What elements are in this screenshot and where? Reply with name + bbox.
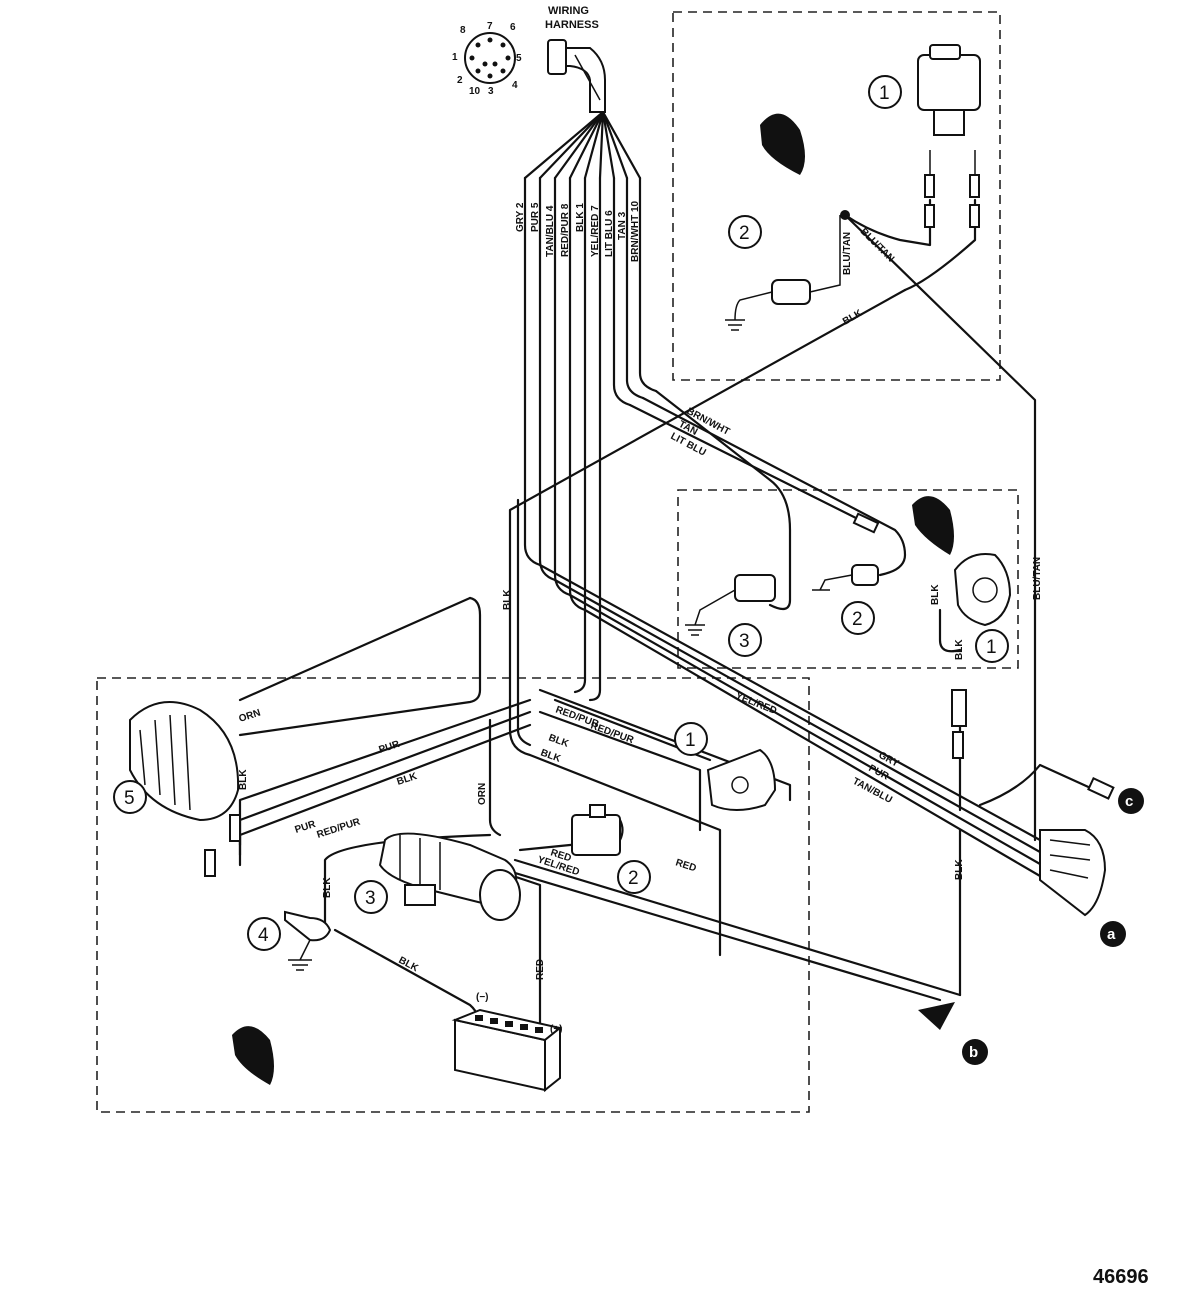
pin-label-4: 4 [512, 80, 518, 91]
label-blk-top: BLK [841, 307, 865, 327]
connector-c-plug [1087, 777, 1115, 800]
wire-label-blk1: BLK 1 [575, 203, 586, 232]
pin-label-3: 3 [488, 86, 494, 97]
sensor-2-top [725, 215, 841, 331]
label-blk-dist2: BLK [954, 639, 965, 660]
wire-label-brnwht10: BRN/WHT 10 [630, 200, 641, 262]
battery [451, 1008, 563, 1093]
splice-point [840, 210, 850, 220]
harness-wire-labels: GRY 2 PUR 5 TAN/BLU 4 RED/PUR 8 BLK 1 YE… [515, 200, 641, 262]
pin-label-7: 7 [487, 21, 493, 32]
callout-1-top: 1 [868, 75, 902, 109]
pin-label-8: 8 [460, 25, 466, 36]
region-bottom-left [96, 677, 810, 1113]
label-blk-right: BLK [954, 859, 965, 880]
label-blk-sender: BLK [322, 877, 333, 898]
pin-label-5: 5 [516, 53, 522, 64]
svg-text:1: 1 [879, 83, 890, 104]
wire-label-litblu6: LIT BLU 6 [604, 210, 615, 257]
region-top-right [672, 11, 1001, 381]
pin-label-6: 6 [510, 22, 516, 33]
svg-text:1: 1 [986, 637, 997, 658]
wire-label-redpur8: RED/PUR 8 [560, 203, 571, 257]
svg-text:2: 2 [852, 609, 863, 630]
label-blk-alt-vert: BLK [238, 769, 249, 790]
connector-badge-c: c [1118, 788, 1144, 814]
label-pur-upper: PUR [378, 739, 402, 756]
wire-label-yelred7: YEL/RED 7 [590, 205, 601, 257]
label-tan-blu: TAN/BLU [851, 776, 894, 806]
region-middle-right [677, 489, 1019, 669]
callout-3-middle: 3 [728, 623, 762, 657]
label-blk-mid1: BLK [547, 732, 571, 750]
label-red-pur-alt: RED/PUR [316, 816, 363, 841]
distributor-1 [953, 553, 1012, 627]
callout-5: 5 [113, 780, 147, 814]
svg-text:a: a [1107, 926, 1116, 943]
wire-label-pur5: PUR 5 [530, 202, 541, 232]
battery-negative: (−) [476, 992, 489, 1003]
pin-label-1: 1 [452, 52, 458, 63]
callout-1-bottom: 1 [674, 722, 708, 756]
svg-text:2: 2 [739, 223, 750, 244]
connector-plug-a [1039, 829, 1107, 917]
svg-text:4: 4 [258, 925, 269, 946]
alternator-wires [238, 596, 962, 1032]
sensor-2-middle [812, 564, 879, 591]
wire-label-tanblu4: TAN/BLU 4 [545, 205, 556, 257]
svg-text:c: c [1125, 793, 1133, 810]
teardrop-symbol-bottom [232, 1026, 274, 1085]
battery-positive: (+) [550, 1024, 563, 1035]
label-yel-red: YEL/RED [734, 691, 778, 717]
arrow-b [918, 1002, 955, 1030]
reservoir-1 [917, 44, 981, 228]
callout-4: 4 [247, 917, 281, 951]
svg-text:1: 1 [685, 730, 696, 751]
callout-2-middle: 2 [841, 601, 875, 635]
harness-title-line1: WIRING [548, 5, 589, 17]
wire-label-tan3: TAN 3 [617, 211, 628, 240]
teardrop-symbol-top [760, 113, 805, 175]
callout-1-middle: 1 [975, 629, 1009, 663]
label-orn-starter: ORN [477, 783, 488, 805]
switch-2-bottom [571, 804, 621, 856]
harness-title-line2: HARNESS [545, 19, 599, 31]
label-red-diag: RED [674, 857, 697, 874]
figure-number: 46696 [1093, 1266, 1149, 1288]
wire-label-gry2: GRY 2 [515, 202, 526, 232]
main-wire-bundle [508, 110, 1042, 878]
inline-connector [951, 689, 967, 727]
label-pur-lower: PUR [294, 819, 318, 836]
starter-3 [378, 832, 521, 921]
inline-connector-pin [952, 731, 964, 759]
callout-3-bottom: 3 [354, 880, 388, 914]
pin-label-10: 10 [469, 86, 481, 97]
sensor-3-middle [685, 574, 776, 636]
label-blk-bundle: BLK [502, 589, 513, 610]
svg-text:5: 5 [124, 788, 135, 809]
harness-plug [547, 39, 606, 113]
label-blk-dist: BLK [930, 584, 941, 605]
callout-2-bottom: 2 [617, 860, 651, 894]
label-blu-tan-right: BLU/TAN [1032, 557, 1043, 600]
label-orn-alt: ORN [238, 708, 263, 725]
solenoid-1 [706, 748, 777, 811]
sender-4 [284, 910, 332, 971]
connector-sleeve [852, 512, 880, 534]
svg-text:b: b [969, 1044, 978, 1061]
pin-label-2: 2 [457, 75, 463, 86]
svg-text:3: 3 [365, 888, 376, 909]
connector-badge-b: b [962, 1039, 988, 1065]
label-blk-alt: BLK [396, 771, 420, 788]
label-blu-tan-vert: BLU/TAN [842, 232, 853, 275]
teardrop-symbol-middle [912, 496, 954, 555]
svg-text:3: 3 [739, 631, 750, 652]
callout-2-top: 2 [728, 215, 762, 249]
connector-badge-a: a [1100, 921, 1126, 947]
svg-text:2: 2 [628, 868, 639, 889]
alternator-5 [129, 701, 241, 877]
label-red-battery: RED [535, 959, 546, 980]
pin-diagram: 7 6 5 4 3 10 2 1 8 [452, 21, 522, 97]
